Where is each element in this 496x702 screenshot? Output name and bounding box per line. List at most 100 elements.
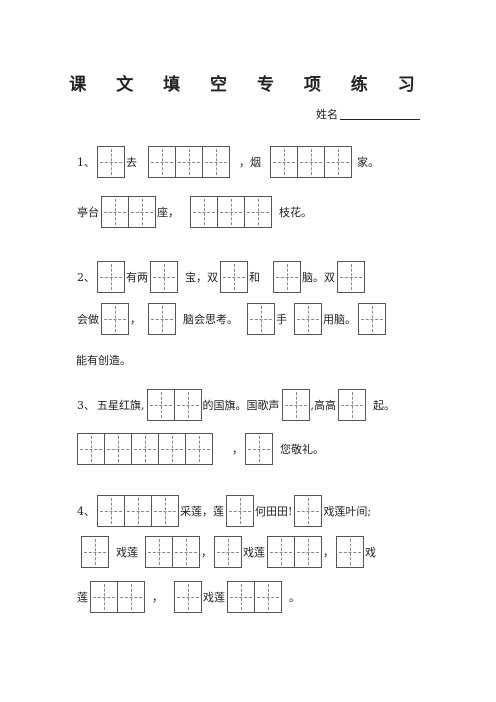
tian-grid-box[interactable] bbox=[217, 196, 245, 228]
tian-grid-box[interactable] bbox=[148, 303, 176, 335]
tian-grid-box[interactable] bbox=[337, 261, 365, 293]
answer-box-group[interactable] bbox=[97, 495, 179, 527]
tian-grid-box[interactable] bbox=[214, 536, 242, 568]
tian-grid-box[interactable] bbox=[97, 146, 125, 178]
answer-box-group[interactable] bbox=[226, 495, 254, 527]
tian-grid-box[interactable] bbox=[90, 581, 118, 613]
answer-box-group[interactable] bbox=[337, 261, 365, 293]
answer-box-group[interactable] bbox=[294, 303, 322, 335]
tian-grid-box[interactable] bbox=[190, 196, 218, 228]
tian-grid-box[interactable] bbox=[324, 146, 352, 178]
answer-box-group[interactable] bbox=[145, 536, 200, 568]
answer-box-group[interactable] bbox=[190, 196, 272, 228]
tian-grid-box[interactable] bbox=[173, 389, 202, 421]
answer-box-group[interactable] bbox=[281, 389, 310, 421]
q3-number: 3、 bbox=[77, 399, 95, 412]
tian-grid-box[interactable] bbox=[220, 261, 248, 293]
answer-box-group[interactable] bbox=[150, 261, 178, 293]
q4-text: ， bbox=[323, 546, 334, 559]
q1-text: ，烟 bbox=[239, 156, 261, 169]
answer-box-group[interactable] bbox=[273, 261, 301, 293]
answer-box-group[interactable] bbox=[227, 581, 282, 613]
tian-grid-box[interactable] bbox=[175, 146, 203, 178]
q3-text: 五星红旗, bbox=[97, 399, 145, 412]
answer-box-group[interactable] bbox=[294, 495, 323, 527]
tian-grid-box[interactable] bbox=[101, 303, 129, 335]
tian-grid-box[interactable] bbox=[202, 146, 230, 178]
answer-box-group[interactable] bbox=[101, 196, 156, 228]
q4-text: 莲 bbox=[77, 591, 88, 604]
tian-grid-box[interactable] bbox=[294, 495, 323, 527]
q2-text: 脑。双 bbox=[302, 271, 335, 284]
q1-text: 家。 bbox=[357, 156, 379, 169]
tian-grid-box[interactable] bbox=[336, 536, 364, 568]
q4-text: 戏莲 bbox=[203, 591, 225, 604]
tian-grid-box[interactable] bbox=[146, 389, 175, 421]
q2-text: 脑会思考。 bbox=[183, 313, 238, 326]
answer-box-group[interactable] bbox=[245, 433, 273, 465]
tian-grid-box[interactable] bbox=[131, 433, 159, 465]
tian-grid-box[interactable] bbox=[104, 433, 132, 465]
answer-box-group[interactable] bbox=[338, 389, 366, 421]
tian-grid-box[interactable] bbox=[245, 433, 273, 465]
answer-box-group[interactable] bbox=[270, 146, 352, 178]
tian-grid-box[interactable] bbox=[267, 536, 295, 568]
q1-text: 座， bbox=[157, 206, 179, 219]
tian-grid-box[interactable] bbox=[270, 146, 298, 178]
q2-number: 2、 bbox=[77, 271, 95, 284]
answer-box-group[interactable] bbox=[146, 389, 202, 421]
answer-box-group[interactable] bbox=[148, 146, 230, 178]
tian-grid-box[interactable] bbox=[294, 536, 322, 568]
tian-grid-box[interactable] bbox=[227, 581, 255, 613]
tian-grid-box[interactable] bbox=[358, 303, 386, 335]
tian-grid-box[interactable] bbox=[151, 495, 179, 527]
tian-grid-box[interactable] bbox=[101, 196, 129, 228]
answer-box-group[interactable] bbox=[336, 536, 364, 568]
tian-grid-box[interactable] bbox=[97, 495, 125, 527]
tian-grid-box[interactable] bbox=[254, 581, 282, 613]
tian-grid-box[interactable] bbox=[338, 389, 366, 421]
answer-box-group[interactable] bbox=[174, 581, 202, 613]
answer-box-group[interactable] bbox=[247, 303, 275, 335]
tian-grid-box[interactable] bbox=[294, 303, 322, 335]
tian-grid-box[interactable] bbox=[128, 196, 156, 228]
tian-grid-box[interactable] bbox=[124, 495, 152, 527]
answer-box-group[interactable] bbox=[90, 581, 145, 613]
tian-grid-box[interactable] bbox=[273, 261, 301, 293]
q4-line3: 莲 ， 戏莲 。 bbox=[76, 580, 301, 614]
tian-grid-box[interactable] bbox=[185, 433, 213, 465]
answer-box-group[interactable] bbox=[97, 146, 125, 178]
tian-grid-box[interactable] bbox=[117, 581, 145, 613]
tian-grid-box[interactable] bbox=[145, 536, 173, 568]
tian-grid-box[interactable] bbox=[297, 146, 325, 178]
q4-text: 何田田! bbox=[255, 505, 293, 518]
q4-text: ， bbox=[152, 591, 163, 604]
name-blank-line[interactable] bbox=[340, 119, 420, 120]
answer-box-group[interactable] bbox=[214, 536, 242, 568]
answer-box-group[interactable] bbox=[81, 536, 109, 568]
tian-grid-box[interactable] bbox=[81, 536, 109, 568]
answer-box-group[interactable] bbox=[97, 261, 125, 293]
tian-grid-box[interactable] bbox=[247, 303, 275, 335]
tian-grid-box[interactable] bbox=[148, 146, 176, 178]
answer-box-group[interactable] bbox=[77, 433, 213, 465]
q3-text: ,高高 bbox=[310, 399, 337, 412]
answer-box-group[interactable] bbox=[267, 536, 322, 568]
tian-grid-box[interactable] bbox=[77, 433, 105, 465]
answer-box-group[interactable] bbox=[358, 303, 386, 335]
q4-text: 戏莲叶间; bbox=[323, 505, 372, 518]
q2-text: 宝，双 bbox=[185, 271, 218, 284]
tian-grid-box[interactable] bbox=[281, 389, 310, 421]
tian-grid-box[interactable] bbox=[150, 261, 178, 293]
answer-box-group[interactable] bbox=[148, 303, 176, 335]
answer-box-group[interactable] bbox=[101, 303, 129, 335]
tian-grid-box[interactable] bbox=[244, 196, 272, 228]
tian-grid-box[interactable] bbox=[172, 536, 200, 568]
q3-text: 起。 bbox=[373, 399, 395, 412]
tian-grid-box[interactable] bbox=[226, 495, 254, 527]
tian-grid-box[interactable] bbox=[174, 581, 202, 613]
q4-text: ， bbox=[201, 546, 212, 559]
answer-box-group[interactable] bbox=[220, 261, 248, 293]
tian-grid-box[interactable] bbox=[158, 433, 186, 465]
tian-grid-box[interactable] bbox=[97, 261, 125, 293]
